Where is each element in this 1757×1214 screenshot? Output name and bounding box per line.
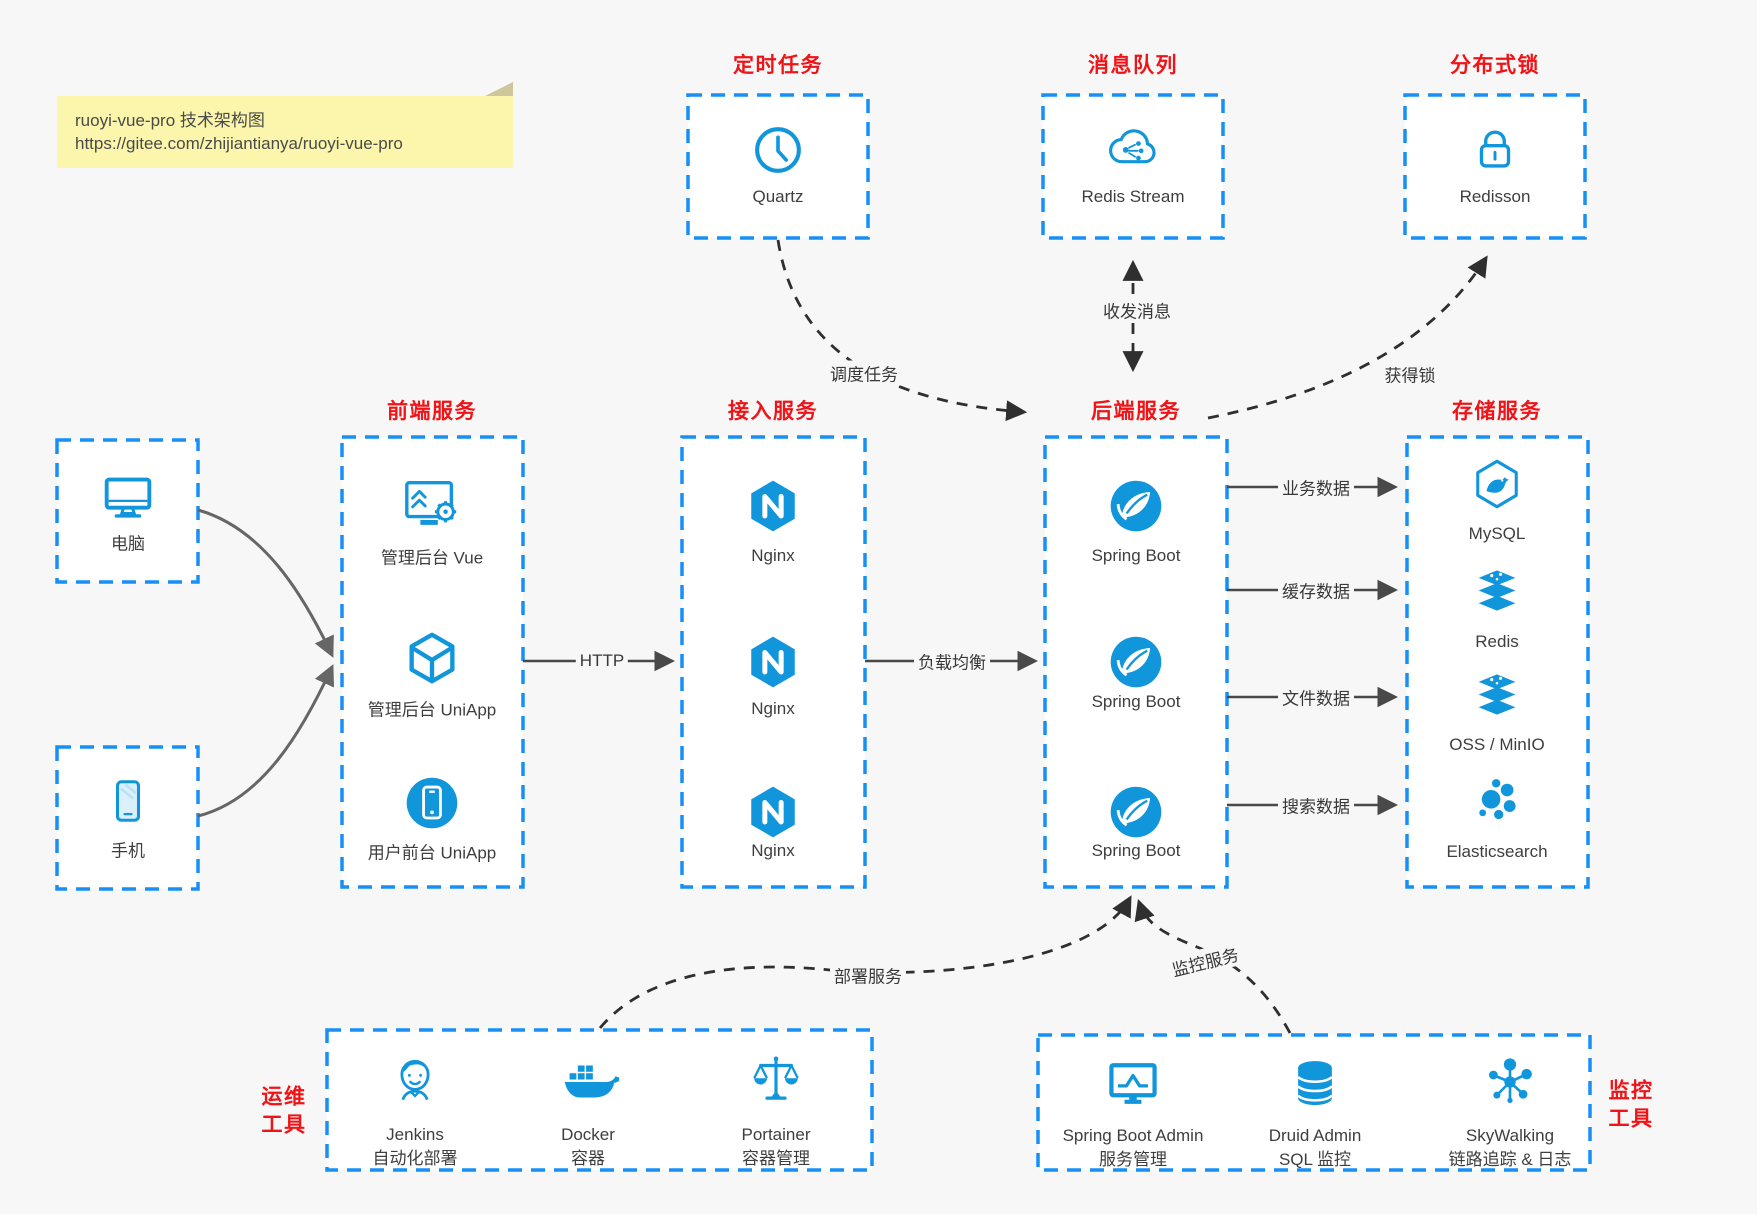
nginx-icon [744,783,802,841]
cube-icon [401,628,463,690]
title-monitor-tools: 监控 工具 [1608,1079,1654,1131]
nginx-icon [744,477,802,535]
node-label: Docker 容器 [561,1125,615,1168]
title-backend-services: 后端服务 [1091,400,1181,423]
node-label: Redis Stream [1081,187,1185,206]
node-label: SkyWalking 链路追踪 & 日志 [1448,1126,1572,1169]
sticky-note: ruoyi-vue-pro 技术架构图 https://gitee.com/zh… [57,82,513,168]
note-url: https://gitee.com/zhijiantianya/ruoyi-vu… [75,134,403,153]
edge-label-deploy: 部署服务 [830,962,906,988]
edge-schedule-task [776,239,1028,422]
title-frontend-services: 前端服务 [387,400,477,423]
node-label: OSS / MinIO [1449,735,1545,754]
ops-tools-box [325,1028,874,1172]
note-title: ruoyi-vue-pro 技术架构图 [75,111,265,130]
druid-icon [1288,1056,1342,1110]
scheduled-task-box [686,93,870,240]
mysql-icon [1469,456,1525,512]
node-label: Redisson [1459,187,1531,206]
edge-label-cache-data: 缓存数据 [1278,577,1354,603]
nginx-icon [744,633,802,691]
desktop-icon [97,466,159,528]
docker-icon [557,1049,619,1111]
title-distributed-lock: 分布式锁 [1450,54,1540,77]
redis-icon [1469,566,1525,622]
node-label: 用户前台 UniApp [367,843,497,863]
lock-icon [1468,122,1522,176]
edge-label-schedule-task: 调度任务 [826,360,902,386]
admin-vue-icon [399,473,465,535]
skywalking-icon [1482,1054,1538,1110]
edge-label-http: HTTP [575,651,629,671]
portainer-icon [747,1051,805,1109]
node-label: Quartz [752,187,804,206]
node-label: Jenkins 自动化部署 [372,1125,458,1168]
mobile-app-icon [402,773,462,833]
node-label: Druid Admin SQL 监控 [1268,1126,1362,1169]
node-label: Elasticsearch [1446,842,1548,861]
title-scheduled-task: 定时任务 [733,54,823,77]
edge-label-business-data: 业务数据 [1278,474,1354,500]
title-access-services: 接入服务 [728,400,818,423]
node-label: 管理后台 UniApp [367,700,497,720]
title-message-queue: 消息队列 [1088,54,1178,77]
edge-pc-to-frontend [197,508,334,658]
title-ops-tools: 运维 工具 [261,1085,307,1137]
spring-icon [1106,476,1166,536]
edge-label-load-balance: 负载均衡 [914,648,990,674]
edge-label-search-data: 搜索数据 [1278,792,1354,818]
oss-icon [1469,670,1525,726]
edge-mobile-to-frontend [197,664,335,818]
mobile-icon [100,773,156,829]
node-label: Spring Boot Admin 服务管理 [1062,1126,1204,1169]
cloud-share-icon [1104,120,1162,178]
edge-label-acquire-lock: 获得锁 [1380,361,1440,387]
node-label: 电脑 [111,534,145,554]
node-label: Spring Boot [1091,546,1181,565]
node-label: Nginx [751,841,795,860]
edge-label-message: 收发消息 [1099,297,1175,323]
node-label: 管理后台 Vue [380,548,484,568]
spring-icon [1106,782,1166,842]
jenkins-icon [385,1050,445,1110]
node-label: Nginx [751,699,795,718]
node-label: Spring Boot [1091,841,1181,860]
node-label: MySQL [1468,524,1526,543]
title-storage-services: 存储服务 [1452,400,1542,423]
node-label: Spring Boot [1091,692,1181,711]
clock-icon [749,121,807,179]
edge-acquire-lock [1207,255,1488,420]
elasticsearch-icon [1470,774,1524,828]
spring-boot-admin-icon [1103,1054,1163,1114]
node-label: Portainer 容器管理 [741,1125,811,1168]
message-queue-box [1041,93,1225,240]
node-label: 手机 [111,841,145,861]
node-label: Nginx [751,546,795,565]
note-fold-corner [485,82,513,96]
edge-label-file-data: 文件数据 [1278,684,1354,710]
node-label: Redis [1475,632,1519,651]
spring-icon [1106,632,1166,692]
